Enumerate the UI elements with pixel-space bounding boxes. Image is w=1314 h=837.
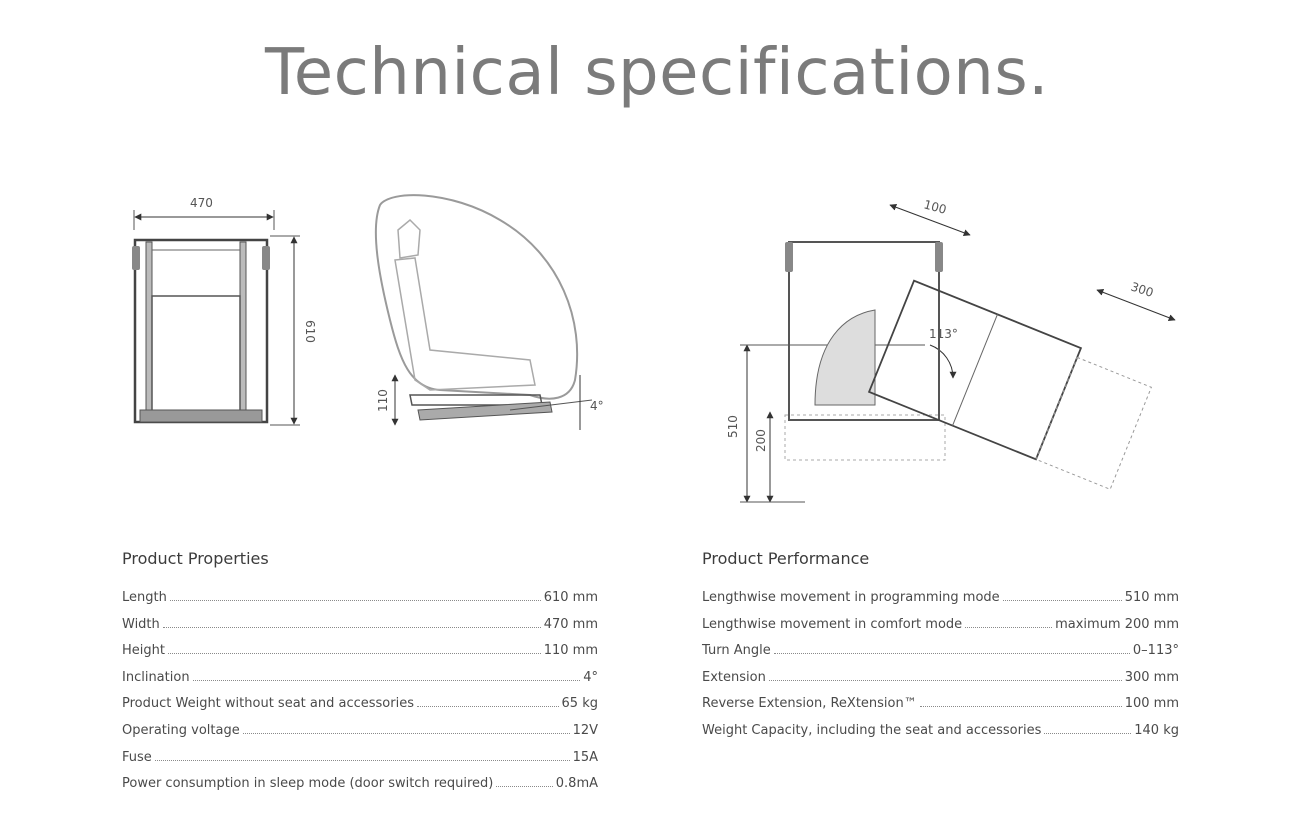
product-performance-heading: Product Performance bbox=[702, 549, 870, 568]
spec-row: Width 470 mm bbox=[122, 617, 598, 644]
spec-value: 610 mm bbox=[543, 590, 598, 605]
spec-value: 4° bbox=[583, 669, 598, 685]
spec-label: Operating voltage bbox=[122, 722, 240, 738]
spec-value: 140 kg bbox=[1134, 722, 1179, 738]
motion-dim-510-label: 510 bbox=[726, 415, 740, 438]
dot-leader bbox=[169, 591, 541, 601]
product-properties-list: Length 610 mm Width 470 mm Height 110 mm Incli… bbox=[122, 590, 598, 803]
dot-leader bbox=[167, 644, 541, 655]
spec-label: Width bbox=[122, 616, 160, 632]
spec-label: Extension bbox=[702, 669, 766, 685]
spec-row: Turn Angle 0–113° bbox=[702, 643, 1179, 670]
product-performance-list: Lengthwise movement in programming mode 5… bbox=[702, 590, 1179, 750]
spec-label: Weight Capacity, including the seat and … bbox=[702, 722, 1042, 738]
motion-dim-113-label: 113° bbox=[929, 327, 958, 341]
spec-row: Extension 300 mm bbox=[702, 670, 1179, 697]
spec-row: Lengthwise movement in programming mode 5… bbox=[702, 590, 1179, 617]
dot-leader bbox=[416, 697, 559, 708]
dot-leader bbox=[768, 671, 1122, 681]
spec-label: Lengthwise movement in comfort mode bbox=[702, 616, 963, 632]
dot-leader bbox=[162, 618, 541, 628]
dot-leader bbox=[242, 724, 570, 734]
top-view-length-label: 610 bbox=[303, 320, 317, 343]
spec-row: Fuse 15A bbox=[122, 750, 598, 777]
spec-label: Length bbox=[122, 590, 167, 605]
dot-leader bbox=[1002, 591, 1122, 601]
page-title: Technical specifications. bbox=[264, 36, 1050, 110]
side-view-drawing: 110 4° bbox=[374, 194, 604, 430]
spec-value: 0.8mA bbox=[555, 776, 598, 792]
spec-row: Inclination 4° bbox=[122, 670, 598, 697]
spec-value: maximum 200 mm bbox=[1055, 616, 1179, 632]
spec-value: 65 kg bbox=[561, 696, 598, 712]
spec-row: Power consumption in sleep mode (door sw… bbox=[122, 776, 598, 803]
motion-dim-100-label: 100 bbox=[922, 197, 948, 216]
spec-row: Product Weight without seat and accessor… bbox=[122, 696, 598, 723]
spec-value: 15A bbox=[572, 749, 598, 765]
product-properties-heading: Product Properties bbox=[122, 549, 269, 568]
spec-row: Height 110 mm bbox=[122, 643, 598, 670]
dot-leader bbox=[496, 777, 553, 788]
spec-row: Reverse Extension, ReXtension™ 100 mm bbox=[702, 696, 1179, 723]
spec-label: Turn Angle bbox=[702, 643, 771, 659]
spec-label: Reverse Extension, ReXtension™ bbox=[702, 696, 917, 712]
spec-label: Lengthwise movement in programming mode bbox=[702, 590, 1000, 605]
dot-leader bbox=[919, 697, 1122, 708]
spec-label: Fuse bbox=[122, 749, 152, 765]
side-view-height-label: 110 bbox=[376, 389, 390, 412]
top-view-drawing: 470 610 bbox=[132, 196, 317, 426]
spec-value: 100 mm bbox=[1124, 696, 1179, 712]
spec-value: 510 mm bbox=[1124, 590, 1179, 605]
dot-leader bbox=[965, 618, 1053, 628]
spec-label: Height bbox=[122, 643, 165, 659]
spec-row: Lengthwise movement in comfort mode maxim… bbox=[702, 617, 1179, 644]
spec-label: Inclination bbox=[122, 669, 190, 685]
motion-diagram-drawing: 100 300 510 200 113° bbox=[726, 197, 1176, 503]
top-view-width-label: 470 bbox=[190, 196, 213, 210]
motion-dim-300-label: 300 bbox=[1129, 280, 1155, 300]
spec-row: Length 610 mm bbox=[122, 590, 598, 617]
dot-leader bbox=[154, 751, 570, 761]
side-view-angle-label: 4° bbox=[590, 399, 604, 413]
dot-leader bbox=[192, 671, 581, 681]
spec-value: 0–113° bbox=[1132, 643, 1179, 659]
spec-value: 300 mm bbox=[1124, 669, 1179, 685]
spec-row: Operating voltage 12V bbox=[122, 723, 598, 750]
motion-dim-200-label: 200 bbox=[754, 429, 768, 452]
spec-label: Product Weight without seat and accessor… bbox=[122, 696, 414, 712]
spec-label: Power consumption in sleep mode (door sw… bbox=[122, 776, 494, 792]
dot-leader bbox=[1044, 724, 1132, 734]
dot-leader bbox=[773, 644, 1130, 655]
spec-value: 110 mm bbox=[543, 643, 598, 659]
spec-row: Weight Capacity, including the seat and … bbox=[702, 723, 1179, 750]
spec-value: 12V bbox=[572, 722, 598, 738]
spec-value: 470 mm bbox=[543, 616, 598, 632]
